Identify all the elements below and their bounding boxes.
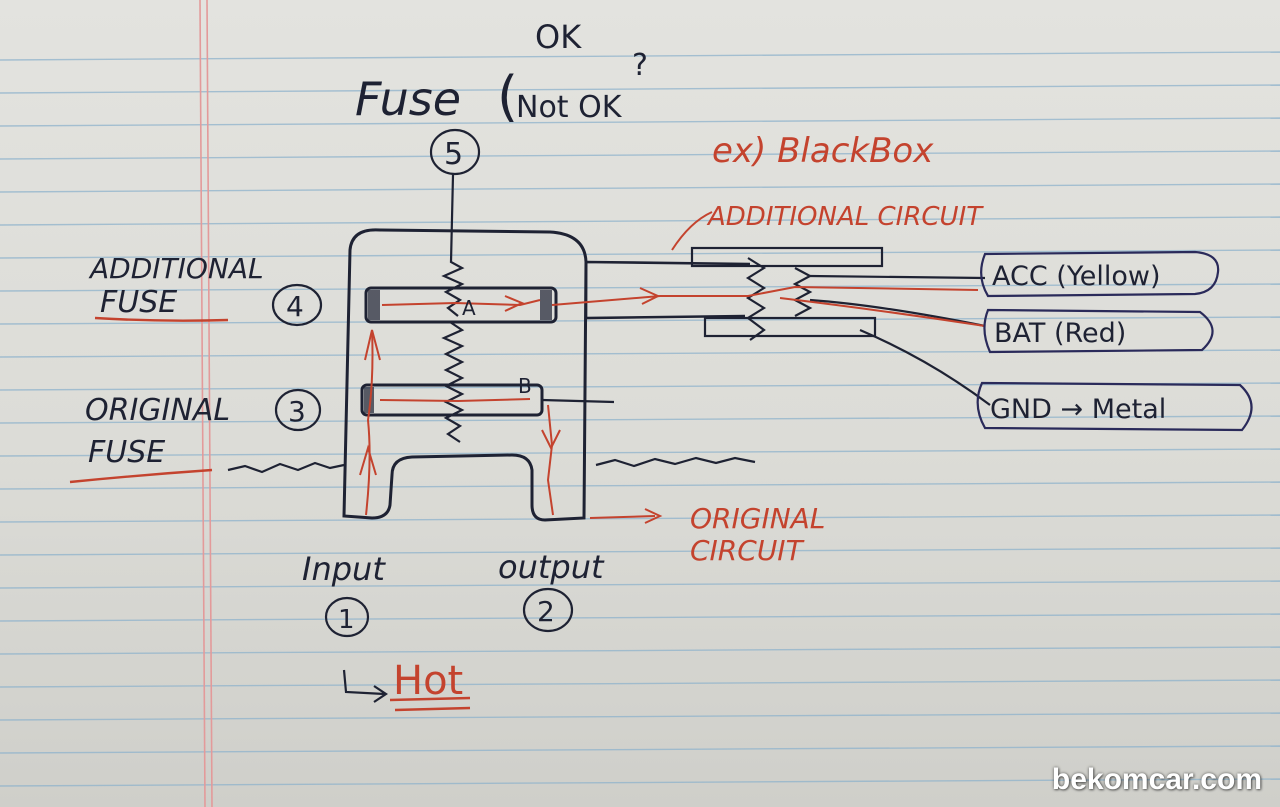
fuse-a-label: A [462,296,476,320]
original-fuse-label-1: ORIGINAL [85,393,230,428]
number-4: 4 [286,290,304,323]
ex-blackbox-label: ex) BlackBox [712,131,934,171]
additional-circuit-label: ADDITIONAL CIRCUIT [706,202,984,232]
harness-zigzag-right [792,267,813,317]
hot-label: Hot [393,658,463,704]
current-flow-arrows [359,211,986,524]
brace: ( [497,65,518,128]
watermark: bekomcar.com [1051,763,1262,796]
harness-tube [584,260,751,320]
number-5: 5 [444,137,463,172]
ruled-lines [0,51,1280,787]
circle-2 [522,587,574,633]
bat-label: BAT (Red) [994,318,1126,349]
acc-label: ACC (Yellow) [992,261,1160,292]
number-circles [271,128,574,638]
fuse-b-lead [541,398,615,404]
additional-fuse-label-1: ADDITIONAL [88,252,264,285]
fuse-label: Fuse [355,72,461,126]
harness-zigzag-left [745,257,767,341]
left-feed-wire [227,461,345,474]
right-out-wire [595,456,756,468]
fuse5-probe-wire [441,174,465,317]
not-ok-label: Not OK [516,90,623,125]
fuse-box-outline [342,228,588,522]
additional-fuse-label-2: FUSE [100,285,177,320]
margin-lines [199,0,213,807]
number-2: 2 [537,595,555,628]
number-1: 1 [338,605,355,635]
harness-clip-top [690,246,884,268]
gnd-capsule [976,381,1253,432]
circle-3 [274,388,322,432]
number-3: 3 [288,395,306,428]
acc-capsule [980,250,1220,298]
circle-4 [271,283,323,327]
fuse-link-zigzag [441,321,465,443]
gnd-label: GND → Metal [990,394,1166,425]
original-circuit-label-1: ORIGINAL [690,502,825,535]
original-fuse-label-2: FUSE [88,435,165,470]
fuse-a-right-terminal [540,290,552,320]
fuse-b-left-terminal [364,387,374,413]
question-mark: ? [632,48,648,83]
bat-capsule [983,308,1214,354]
original-circuit-label-2: CIRCUIT [690,534,805,567]
fuse-a-left-terminal [368,290,380,320]
output-label: output [498,548,605,586]
circle-1 [324,596,370,638]
circle-5 [429,128,481,176]
ok-label: OK [535,18,582,56]
harness-wires [809,274,991,406]
input-label: Input [302,550,386,588]
harness-clip-bottom [703,316,877,338]
fuse-b-label: B [518,374,532,398]
underlines [69,316,471,712]
hot-arrow [342,669,388,703]
